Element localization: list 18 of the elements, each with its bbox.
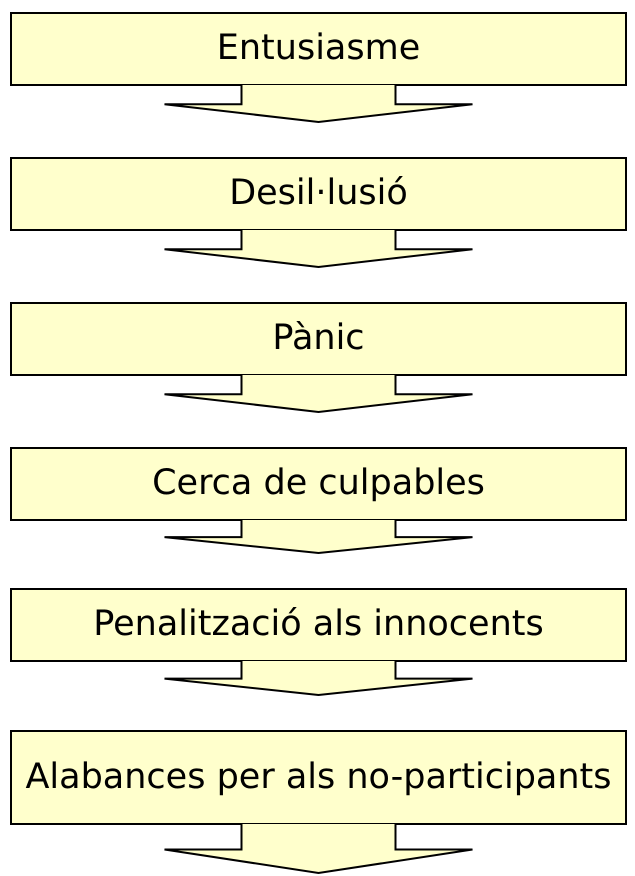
block-arrow [164, 519, 474, 554]
stage-label: Pànic [271, 319, 366, 359]
stage-label: Desil·lusió [228, 174, 409, 214]
block-arrow [164, 823, 474, 874]
stage-label: Cerca de culpables [151, 464, 486, 504]
stage-box [10, 588, 627, 662]
stage-box [10, 12, 627, 86]
block-arrow [164, 374, 474, 413]
stage-box [10, 730, 627, 825]
block-arrow [164, 84, 474, 123]
block-arrow [164, 229, 474, 268]
block-arrow [164, 660, 474, 696]
stage-label: Alabances per als no-participants [24, 758, 613, 798]
stage-label: Entusiasme [216, 29, 422, 69]
stage-box [10, 447, 627, 521]
stage-box [10, 157, 627, 231]
stage-box [10, 302, 627, 376]
stage-label: Penalització als innocents [92, 605, 545, 645]
